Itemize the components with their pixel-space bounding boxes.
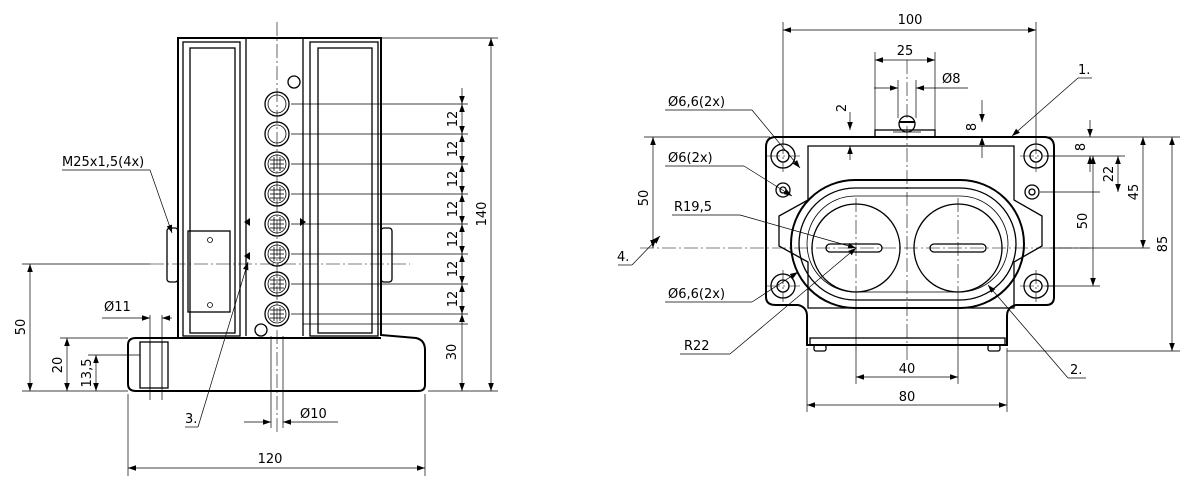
leader-4 xyxy=(631,235,661,266)
dim-12-label: 12 xyxy=(446,171,461,188)
dim-2-label: 2 xyxy=(835,104,850,112)
callout-r19-label: R19,5 xyxy=(674,200,712,215)
small-hole-icon xyxy=(254,323,268,337)
callout-d66-top-label: Ø6,6(2x) xyxy=(668,95,725,110)
callout-m25-label: M25x1,5(4x) xyxy=(62,155,144,170)
dim-12-label: 12 xyxy=(446,111,461,128)
dim-30-label: 30 xyxy=(445,344,460,361)
right-view xyxy=(640,60,1090,360)
dim-d10-label: Ø10 xyxy=(300,407,327,422)
callout-d66-bottom-label: Ø6,6(2x) xyxy=(668,287,725,302)
screw-icon xyxy=(207,302,213,308)
dim-85-label: 85 xyxy=(1156,236,1171,253)
small-hole-icon xyxy=(1024,184,1040,200)
right-inner-contour xyxy=(778,145,1043,309)
dim-12-label: 12 xyxy=(446,231,461,248)
pitch-dimensions: 12 12 12 12 12 12 12 xyxy=(291,88,468,325)
leader-d6 xyxy=(743,165,793,197)
right-body-outline xyxy=(765,136,1055,346)
leader-1 xyxy=(1011,77,1079,137)
dim-80-label: 80 xyxy=(899,390,916,405)
dim-45-label: 45 xyxy=(1127,184,1142,201)
callout-d6-label: Ø6(2x) xyxy=(668,151,713,166)
dim-20-label: 20 xyxy=(51,357,66,374)
left-panel-b-inner xyxy=(317,47,373,334)
right-bottom-rail xyxy=(809,337,1006,346)
left-dimensions: 120 140 12 12 12 12 12 12 12 30 50 20 13,5 Ø11 xyxy=(14,37,498,476)
callout-1-label: 1. xyxy=(1078,63,1090,78)
callout-r22-label: R22 xyxy=(684,339,710,354)
left-body-outline xyxy=(127,37,426,392)
left-side-window xyxy=(187,230,231,313)
stadium-outer xyxy=(790,179,1025,309)
dim-13-5-label: 13,5 xyxy=(80,359,95,388)
left-marker-arrow xyxy=(244,252,250,260)
dim-50-label: 50 xyxy=(14,319,29,336)
left-marker-arrow xyxy=(244,218,250,226)
dim-d8-label: Ø8 xyxy=(942,72,961,87)
dim-40-label: 40 xyxy=(899,362,916,377)
dim-12-label: 12 xyxy=(446,291,461,308)
dim-50-left-label: 50 xyxy=(637,190,652,207)
dim-100-label: 100 xyxy=(898,13,923,28)
dim-25-label: 25 xyxy=(897,44,914,59)
left-gland-right xyxy=(380,227,393,283)
right-foot-left xyxy=(813,344,827,352)
leader-2 xyxy=(987,284,1069,379)
dim-120-label: 120 xyxy=(258,452,283,467)
leader-d66-bottom xyxy=(751,271,799,303)
small-hole-icon xyxy=(287,75,301,89)
left-panel-a-inner xyxy=(189,47,236,334)
stadium-mid xyxy=(798,187,1017,301)
dim-8-top-label: 8 xyxy=(965,123,980,131)
leader-d66-top xyxy=(751,109,801,169)
left-panel-a xyxy=(182,41,241,337)
callout-3-label: 3. xyxy=(185,412,197,427)
dim-12-label: 12 xyxy=(446,261,461,278)
leader-r19 xyxy=(739,214,857,249)
screw-icon xyxy=(207,237,213,243)
leader-3 xyxy=(197,261,249,428)
small-hole-inner-icon xyxy=(1028,188,1036,196)
right-foot-right xyxy=(987,344,1001,352)
dim-12-label: 12 xyxy=(446,141,461,158)
leader-m25 xyxy=(149,169,173,234)
dim-8-right-label: 8 xyxy=(1074,143,1089,151)
top-plunger-base xyxy=(874,129,936,138)
leader-r22 xyxy=(729,247,857,355)
left-gland-left xyxy=(166,227,179,283)
dim-d11-label: Ø11 xyxy=(104,300,131,315)
left-view xyxy=(127,22,426,432)
callout-4-label: 4. xyxy=(617,250,629,265)
left-flange-pocket xyxy=(139,341,169,389)
dim-140-label: 140 xyxy=(475,202,490,227)
callout-2-label: 2. xyxy=(1070,363,1082,378)
dim-22-label: 22 xyxy=(1102,166,1117,183)
dim-12-label: 12 xyxy=(446,201,461,218)
right-dimensions: 100 25 Ø8 2 8 8 22 xyxy=(617,13,1180,412)
left-panel-b xyxy=(309,41,379,337)
dim-50-center-label: 50 xyxy=(1076,213,1091,230)
